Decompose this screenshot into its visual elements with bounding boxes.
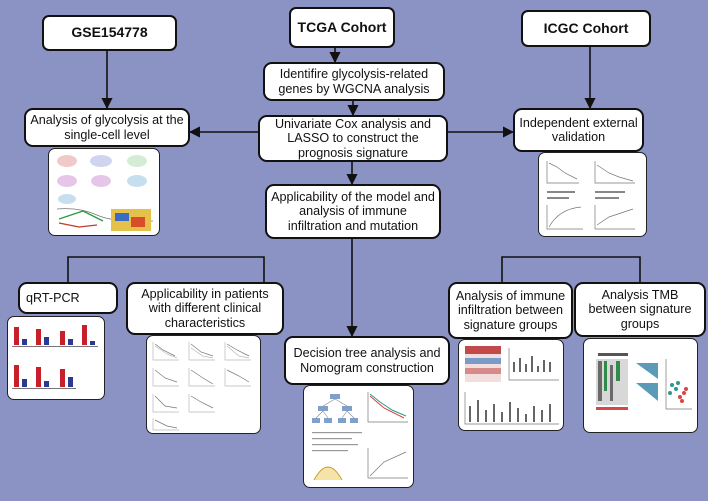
geo-cohort-label: GSE154778 xyxy=(71,24,148,41)
tmb-analysis-label: Analysis TMB between signature groups xyxy=(588,288,692,331)
bracket-right xyxy=(501,256,641,282)
immune-infiltration-label: Analysis of immune infiltration between … xyxy=(455,289,566,332)
cox-lasso-step-label: Univariate Cox analysis and LASSO to con… xyxy=(274,117,432,160)
tcga-cohort-box: TCGA Cohort xyxy=(289,7,395,48)
single-cell-step-box: Analysis of glycolysis at the single-cel… xyxy=(24,108,190,147)
immune-infiltration-box: Analysis of immune infiltration between … xyxy=(448,282,573,339)
wgcna-step-label: Identifire glycolysis-related genes by W… xyxy=(278,67,430,96)
single-cell-step-label: Analysis of glycolysis at the single-cel… xyxy=(30,113,184,142)
single-cell-figure-thumbnail xyxy=(48,148,160,236)
icgc-cohort-box: ICGC Cohort xyxy=(521,10,651,47)
clinical-figure-thumbnail xyxy=(146,335,261,434)
qrtpcr-step-label: qRT-PCR xyxy=(26,290,80,305)
icgc-cohort-label: ICGC Cohort xyxy=(543,19,629,36)
external-validation-figure-thumbnail xyxy=(538,152,647,237)
cox-lasso-step-box: Univariate Cox analysis and LASSO to con… xyxy=(258,115,448,162)
tmb-figure-thumbnail xyxy=(583,338,698,433)
decision-tree-box: Decision tree analysis and Nomogram cons… xyxy=(284,336,450,385)
applicability-step-box: Applicability of the model and analysis … xyxy=(265,184,441,239)
immune-figure-thumbnail xyxy=(458,339,564,431)
wgcna-step-box: Identifire glycolysis-related genes by W… xyxy=(263,62,445,101)
decision-tree-figure-thumbnail xyxy=(303,385,414,488)
geo-cohort-box: GSE154778 xyxy=(42,15,177,51)
tcga-cohort-label: TCGA Cohort xyxy=(297,18,387,35)
tmb-analysis-box: Analysis TMB between signature groups xyxy=(574,282,706,337)
external-validation-label: Independent external validation xyxy=(519,115,638,144)
qrtpcr-figure-thumbnail xyxy=(7,316,105,400)
clinical-applicability-box: Applicability in patients with different… xyxy=(126,282,284,335)
bracket-left xyxy=(67,256,265,282)
clinical-applicability-label: Applicability in patients with different… xyxy=(141,287,269,330)
decision-tree-label: Decision tree analysis and Nomogram cons… xyxy=(293,346,441,375)
qrtpcr-step-box: qRT-PCR xyxy=(18,282,118,314)
external-validation-box: Independent external validation xyxy=(513,108,644,152)
applicability-step-label: Applicability of the model and analysis … xyxy=(271,190,435,233)
